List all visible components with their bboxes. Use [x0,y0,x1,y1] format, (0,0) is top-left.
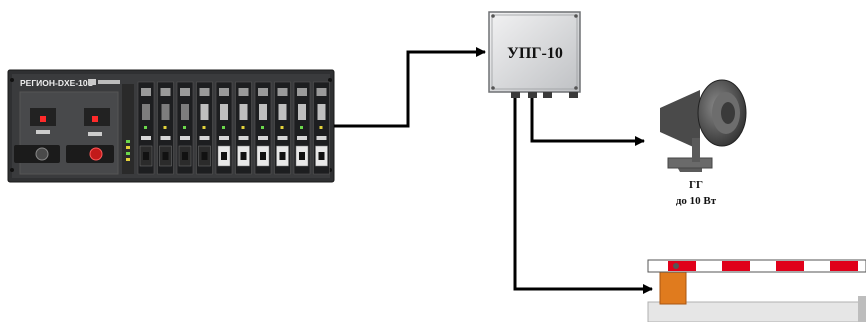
upg-label: УПГ-10 [507,45,563,62]
rack-module [313,81,330,175]
rack-module [274,81,291,175]
rack-module [235,81,252,175]
speaker-power: до 10 Вт [676,195,717,207]
rack-modules [137,81,330,175]
rack-device-icon: РЕГИОН-DXE-10S [7,69,335,183]
barrier-stripes [668,261,858,271]
rack-module [196,81,213,175]
rack-module [215,81,233,175]
rack-module [293,81,311,175]
horn-speaker-icon: ГГ до 10 Вт [660,79,747,207]
rack-module [176,81,194,175]
rack-module [254,81,272,175]
rack-title: РЕГИОН-DXE-10S [20,78,94,88]
rack-module [157,81,174,175]
junction-box-icon: УПГ-10 [488,11,581,98]
connector-lines [334,47,653,294]
speaker-name: ГГ [689,179,703,191]
barrier-gate-icon [647,259,866,322]
rack-module [137,81,155,175]
